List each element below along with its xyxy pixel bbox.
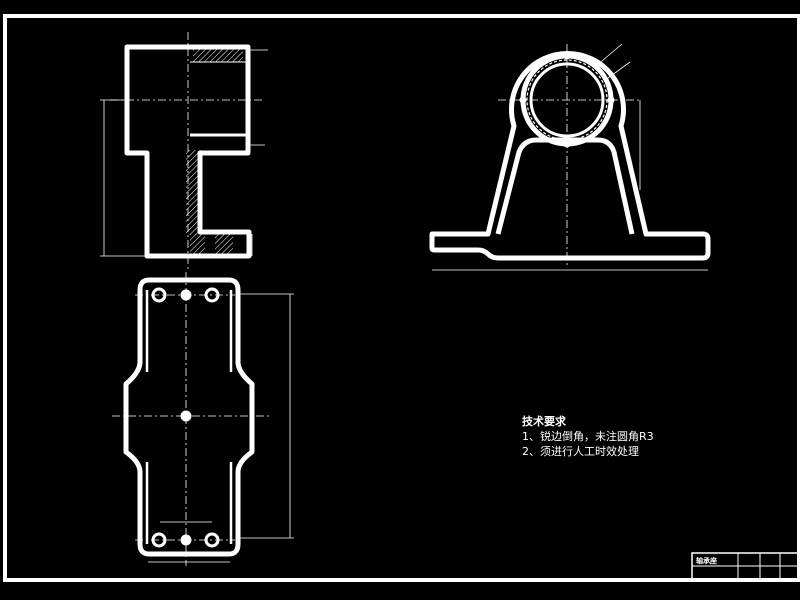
hole-top-right [204, 287, 220, 303]
technical-requirement-item-2: 2、须进行人工时效处理 [522, 445, 639, 458]
screw-hole-right [607, 96, 615, 104]
hole-bottom-right [204, 532, 220, 548]
technical-requirements-title: 技术要求 [522, 415, 566, 428]
front-view-outline [124, 44, 252, 259]
side-leader-2 [607, 61, 631, 79]
mounting-holes [151, 287, 220, 548]
screw-hole-left [519, 96, 527, 104]
side-view [429, 43, 711, 271]
side-leader-1 [595, 43, 623, 67]
drawing-border [3, 14, 800, 582]
top-view-outline [123, 277, 255, 557]
bore-screw-holes [519, 52, 615, 148]
screw-hole-bottom [563, 140, 571, 148]
hole-top-left [151, 287, 167, 303]
base-hatch-left [190, 234, 205, 254]
hole-bottom-left [151, 532, 167, 548]
hole-center [180, 410, 192, 422]
top-view [112, 272, 294, 566]
side-view-outline [429, 50, 711, 261]
top-view-inner [145, 290, 233, 544]
web-hatch [186, 150, 201, 235]
technical-requirement-item-1: 1、锐边倒角，未注圆角R3 [522, 430, 654, 443]
title-block-frame [691, 552, 799, 580]
hole-top-center [180, 289, 192, 301]
front-section-view [100, 32, 268, 270]
title-block: 轴承座 [692, 553, 796, 579]
technical-requirements: 技术要求 1、锐边倒角，未注圆角R3 2、须进行人工时效处理 [522, 414, 654, 459]
base-hatch-right [215, 234, 233, 254]
screw-hole-top [563, 52, 571, 60]
hole-bottom-center [180, 534, 192, 546]
part-name: 轴承座 [696, 557, 717, 565]
side-view-inner-arch [495, 137, 635, 235]
bore-hatch-top [193, 48, 243, 62]
